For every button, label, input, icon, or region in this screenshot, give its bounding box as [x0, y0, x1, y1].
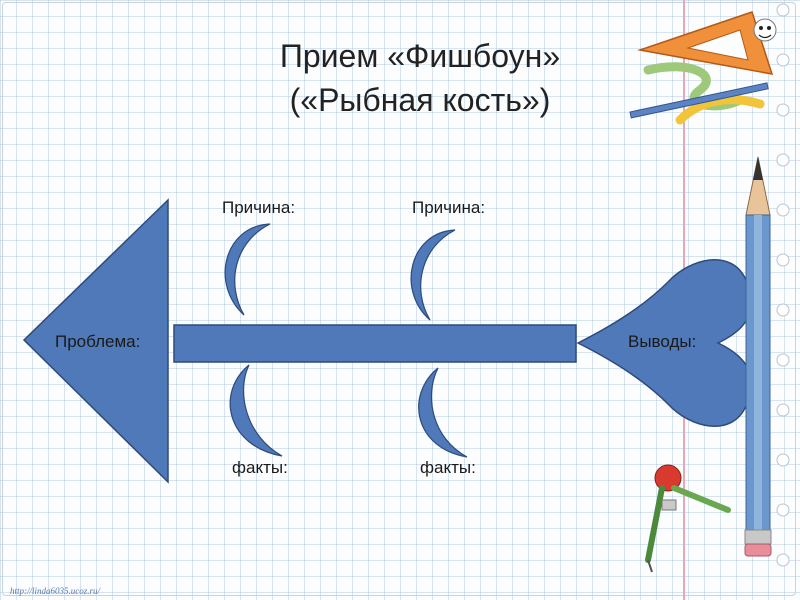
label-conclusions: Выводы:: [628, 332, 697, 351]
slide-title: Прием «Фишбоун» («Рыбная кость»): [240, 34, 600, 122]
fish-tail-heart: [576, 259, 753, 427]
fish-spine: [173, 324, 577, 363]
label-problem: Проблема:: [55, 332, 141, 351]
compass-icon: [645, 464, 731, 573]
label-facts-left: факты:: [232, 458, 288, 477]
label-facts-right: факты:: [420, 458, 476, 477]
title-line-1: Прием «Фишбоун»: [279, 38, 561, 74]
triangle-ruler-icon: [629, 11, 777, 125]
notebook-holes: [776, 3, 790, 567]
footer-url-link[interactable]: http://linda6035.ucoz.ru/: [10, 586, 100, 596]
title-line-2: («Рыбная кость»): [289, 82, 551, 118]
pencil-icon: [744, 156, 772, 557]
label-cause-right: Причина:: [412, 198, 486, 217]
bone-upper-left: [224, 223, 271, 316]
label-cause-left: Причина:: [222, 198, 296, 217]
fish-head-triangle: [22, 198, 169, 484]
bone-upper-right: [410, 229, 456, 321]
bone-lower-right: [418, 367, 468, 458]
bone-lower-left: [229, 364, 283, 457]
